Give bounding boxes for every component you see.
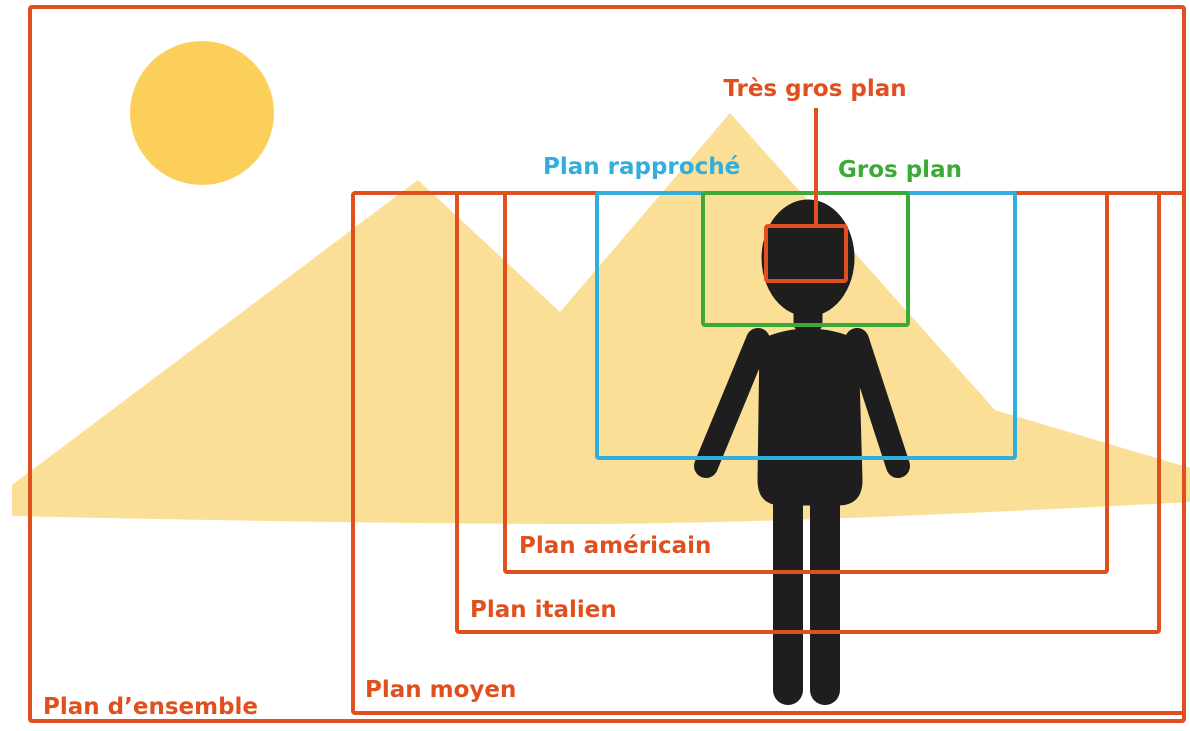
frame-gros-plan — [701, 191, 910, 327]
person-left-arm — [694, 328, 770, 478]
labels: Très gros plan Plan rapproché Gros plan … — [43, 76, 962, 720]
person-right-arm — [845, 328, 910, 478]
label-plan-italien: Plan italien — [470, 597, 617, 623]
person-torso — [757, 328, 863, 506]
label-gros-plan: Gros plan — [838, 157, 962, 183]
label-plan-ensemble: Plan d’ensemble — [43, 694, 258, 720]
person-icon — [694, 199, 910, 705]
frame-tres-gros-plan — [764, 224, 848, 283]
sun-icon — [130, 41, 274, 185]
person-head — [761, 199, 855, 317]
frames — [28, 5, 1186, 723]
label-plan-rapproche: Plan rapproché — [543, 154, 740, 180]
label-plan-americain: Plan américain — [519, 533, 711, 559]
label-tres-gros-plan: Très gros plan — [723, 76, 906, 102]
label-plan-moyen: Plan moyen — [365, 677, 516, 703]
